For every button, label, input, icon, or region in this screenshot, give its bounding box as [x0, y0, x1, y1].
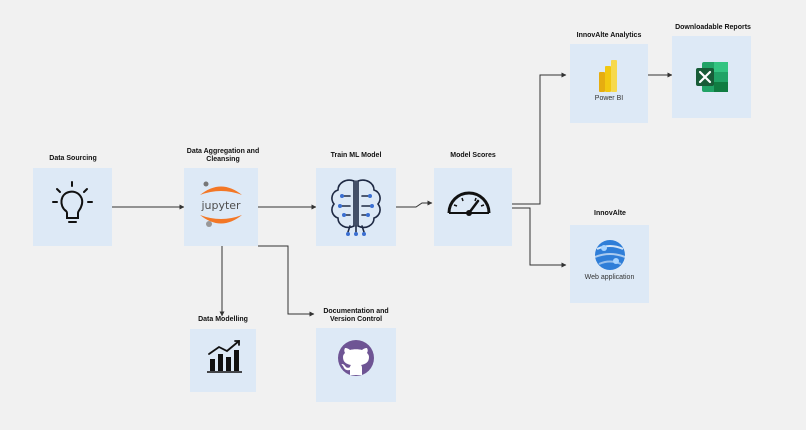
- excel-icon: [696, 62, 728, 92]
- train-ml-model-node: [316, 168, 396, 246]
- data-sourcing-node: [33, 168, 112, 246]
- power-bi-icon: [599, 60, 617, 92]
- connector-train-to-scores: [396, 200, 433, 208]
- documentation-node: [316, 328, 396, 402]
- data-modelling-title: Data Modelling: [198, 316, 248, 323]
- jupyter-logo-text: jupyter: [200, 199, 241, 212]
- azure-web-app-icon: [594, 240, 626, 270]
- data-aggregation-title: Data Aggregation and Cleansing: [176, 148, 270, 164]
- downloadable-reports-node: [672, 36, 751, 118]
- innovalte-title: InnovAlte: [594, 210, 626, 217]
- downloadable-reports-title: Downloadable Reports: [675, 24, 751, 31]
- train-ml-model-title: Train ML Model: [330, 152, 382, 159]
- lightbulb-icon: [52, 181, 93, 223]
- connector-scores-to-analytics: [488, 72, 567, 205]
- web-application-caption: Web application: [584, 274, 635, 281]
- data-aggregation-title-line1: Data Aggregation and: [186, 148, 260, 155]
- connector-aggregation-to-documentation: [258, 245, 315, 317]
- innovalte-analytics-title: InnovAlte Analytics: [576, 32, 642, 39]
- model-scores-node: [434, 168, 512, 246]
- innovalte-webapp-node: Web application: [570, 225, 649, 303]
- data-sourcing-title: Data Sourcing: [49, 155, 97, 162]
- github-icon: [338, 340, 374, 376]
- documentation-title-line1: Documentation and: [323, 308, 389, 315]
- bar-chart-trend-icon: [207, 340, 242, 373]
- connector-scores-to-webapp: [505, 207, 567, 268]
- innovalte-analytics-node: Power BI: [570, 44, 648, 123]
- documentation-title: Documentation and Version Control: [308, 308, 404, 324]
- data-modelling-node: [190, 329, 256, 392]
- documentation-title-line2: Version Control: [329, 316, 383, 323]
- data-aggregation-title-line2: Cleansing: [206, 156, 240, 163]
- model-scores-title: Model Scores: [450, 152, 496, 159]
- data-aggregation-node: jupyter: [184, 168, 258, 246]
- speedometer-icon: [447, 191, 491, 216]
- power-bi-caption: Power BI: [594, 95, 624, 102]
- brain-circuit-icon: [331, 179, 381, 236]
- jupyter-logo-icon: jupyter: [200, 181, 242, 227]
